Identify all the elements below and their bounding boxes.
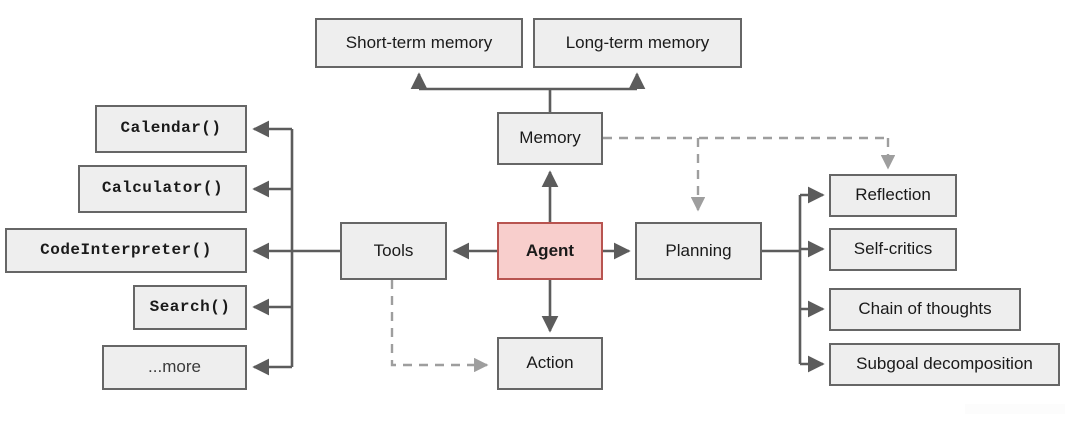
image-artifact [965,404,1065,414]
node-calculator-tool[interactable]: Calculator() [78,165,247,213]
edge-tools-dashed-to-action [390,280,489,373]
node-reflection[interactable]: Reflection [829,174,957,217]
node-code-interpreter-tool[interactable]: CodeInterpreter() [5,228,247,273]
node-self-critics[interactable]: Self-critics [829,228,957,271]
node-planning[interactable]: Planning [635,222,762,280]
node-action[interactable]: Action [497,337,603,390]
node-tools[interactable]: Tools [340,222,447,280]
node-long-term-memory[interactable]: Long-term memory [533,18,742,68]
node-search-tool[interactable]: Search() [133,285,247,330]
node-subgoal-decomposition[interactable]: Subgoal decomposition [829,343,1060,386]
node-more-tools[interactable]: ...more [102,345,247,390]
node-calendar-tool[interactable]: Calendar() [95,105,247,153]
node-short-term-memory[interactable]: Short-term memory [315,18,523,68]
node-agent[interactable]: Agent [497,222,603,280]
node-memory[interactable]: Memory [497,112,603,165]
node-chain-of-thoughts[interactable]: Chain of thoughts [829,288,1021,331]
